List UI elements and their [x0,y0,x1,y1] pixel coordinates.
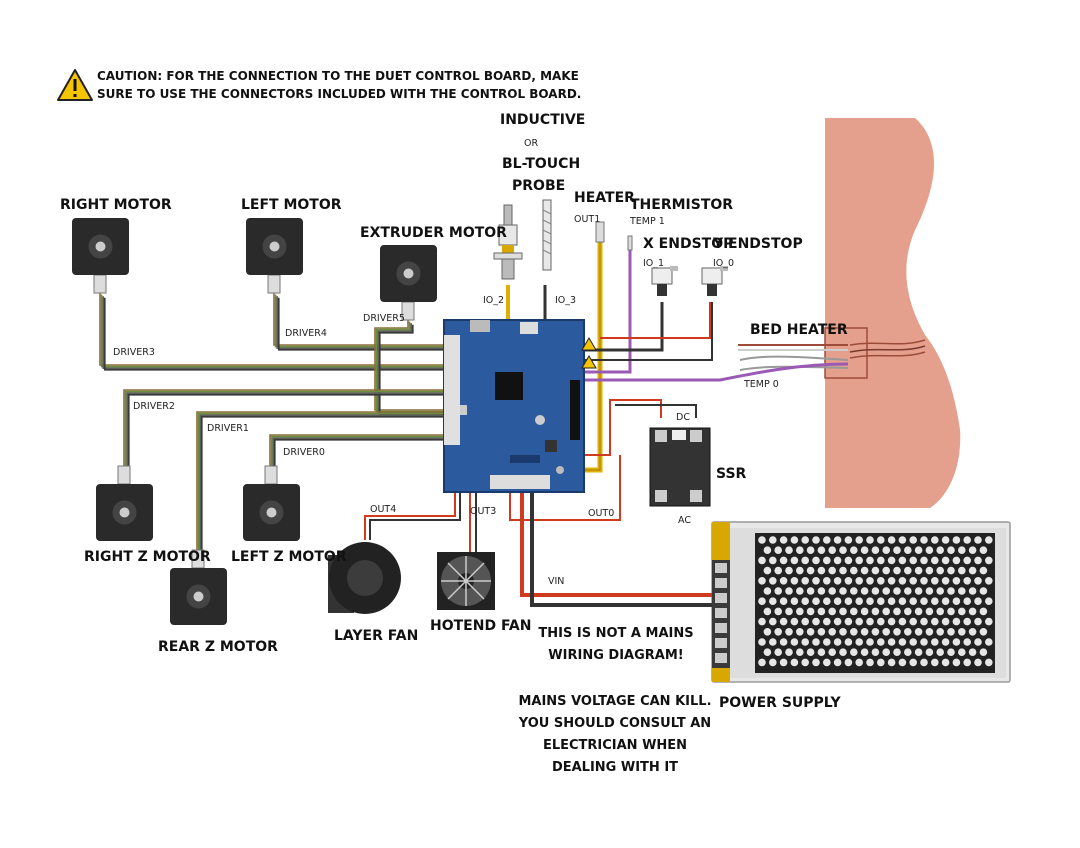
duet-control-board [443,319,585,493]
probe-label-4: PROBE [512,178,565,194]
temp0-label: TEMP 0 [743,379,779,390]
thermistor-label: THERMISTOR [630,197,733,213]
caution-note: CAUTION: FOR THE CONNECTION TO THE DUET … [57,69,581,101]
ac-label: AC [678,515,691,526]
extruder-motor [380,245,437,321]
io0-label: IO_0 [713,258,734,269]
heater-cartridge [595,221,605,243]
driver0-label: DRIVER0 [283,447,325,458]
driver2-label: DRIVER2 [133,401,175,412]
io3-label: IO_3 [555,295,576,306]
bl-touch-probe [542,199,552,271]
warning-line-3: ELECTRICIAN WHEN [543,738,687,753]
left-motor-label: LEFT MOTOR [241,197,342,213]
rear-z-motor [170,549,227,625]
wires [99,240,849,607]
bed-heater-label: BED HEATER [750,322,848,338]
driver1-label: DRIVER1 [207,423,249,434]
driver4-label: DRIVER4 [285,328,327,339]
hotend-fan [437,552,495,610]
power-supply-label: POWER SUPPLY [719,695,842,711]
out4-label: OUT4 [370,504,396,515]
not-mains-line-1: THIS IS NOT A MAINS [538,626,693,641]
caution-line-1: CAUTION: FOR THE CONNECTION TO THE DUET … [97,69,579,83]
warning-triangle-icon [57,69,93,101]
io2-label: IO_2 [483,295,504,306]
driver3-label: DRIVER3 [113,347,155,358]
right-motor-label: RIGHT MOTOR [60,197,172,213]
right-z-motor [96,465,153,541]
warning-line-1: MAINS VOLTAGE CAN KILL. [518,694,711,709]
dc-label: DC [676,412,690,423]
hotend-fan-label: HOTEND FAN [430,618,531,634]
x-endstop-label: X ENDSTOP [643,236,733,252]
temp1-label: TEMP 1 [629,216,665,227]
left-z-motor-label: LEFT Z MOTOR [231,549,347,565]
out0-label: OUT0 [588,508,614,519]
warning-line-2: YOU SHOULD CONSULT AN [518,716,711,731]
out3-label: OUT3 [470,506,496,517]
out1-label: OUT1 [574,214,600,225]
right-motor [72,218,129,294]
io1-label: IO_1 [643,258,664,269]
layer-fan-label: LAYER FAN [334,628,418,644]
y-endstop [701,266,728,296]
extruder-motor-label: EXTRUDER MOTOR [360,225,507,241]
thermistor [627,235,633,251]
vin-label: VIN [548,576,564,587]
power-terminals [712,560,730,668]
probe-label-3: BL-TOUCH [502,156,580,172]
probe-label-2: OR [524,138,538,149]
left-z-motor [243,465,300,541]
board-warning-icons [581,337,597,369]
y-endstop-label: Y ENDSTOP [712,236,803,252]
layer-fan [328,542,401,614]
rear-z-motor-label: REAR Z MOTOR [158,639,278,655]
heater-label: HEATER [574,190,635,206]
warning-line-4: DEALING WITH IT [552,760,678,775]
inductive-probe [493,204,523,280]
labels: INDUCTIVE OR BL-TOUCH PROBE RIGHT MOTOR … [60,112,848,711]
not-mains-line-2: WIRING DIAGRAM! [548,648,683,663]
ssr [649,427,711,507]
power-supply [711,521,1011,683]
right-z-motor-label: RIGHT Z MOTOR [84,549,211,565]
ssr-label: SSR [716,466,747,482]
left-motor [246,218,303,294]
bed [824,118,961,508]
x-endstop [651,266,678,296]
caution-line-2: SURE TO USE THE CONNECTORS INCLUDED WITH… [97,87,581,101]
driver5-label: DRIVER5 [363,313,405,324]
probe-label-1: INDUCTIVE [500,112,585,128]
mains-notes: THIS IS NOT A MAINS WIRING DIAGRAM! MAIN… [518,626,712,775]
